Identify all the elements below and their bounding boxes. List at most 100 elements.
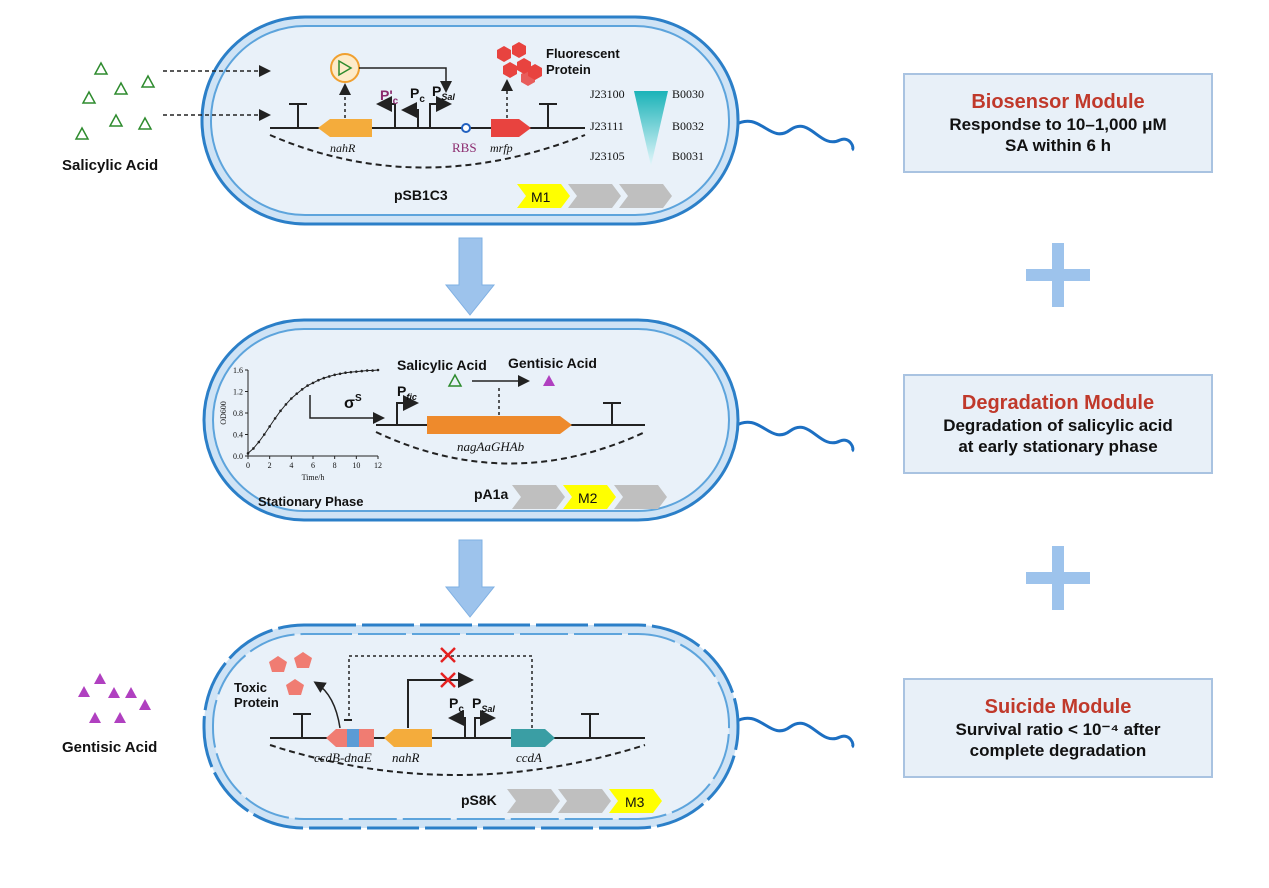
- down-arrow-icon: [444, 237, 496, 316]
- pfic-label: Pfic: [397, 383, 417, 402]
- terminator-icon: [293, 713, 599, 738]
- x-tick-label: 8: [333, 461, 337, 470]
- psal-label: PSal: [432, 83, 455, 102]
- svg-text:J23105: J23105: [590, 149, 625, 163]
- nagaaghab-label: nagAaGHAb: [457, 439, 525, 454]
- triangle-salicylic-icon: [74, 61, 156, 140]
- data-point: [279, 409, 282, 413]
- svg-text:B0032: B0032: [672, 119, 704, 133]
- data-point: [360, 369, 364, 373]
- rbs-label: RBS: [452, 140, 477, 155]
- x-tick-label: 0: [246, 461, 250, 470]
- nagaaghab-gene: [427, 416, 572, 434]
- triangle-gentisic-icon: [78, 673, 151, 723]
- data-point: [284, 403, 288, 406]
- nahr-gene: [384, 729, 432, 747]
- svg-text:M1: M1: [531, 189, 551, 205]
- data-point: [322, 376, 326, 380]
- salicylic-acid-label: Salicylic Acid: [62, 157, 158, 174]
- x-axis-label: Time/h: [302, 473, 325, 482]
- pc-label: Pc: [410, 85, 425, 105]
- svg-text:B0030: B0030: [672, 87, 704, 101]
- module-tag-m2: M2: [512, 485, 667, 509]
- promoter-arrow-icon: [376, 96, 452, 128]
- data-point: [349, 370, 353, 374]
- flagellum-icon: [734, 716, 855, 749]
- biosensor-module-box: Biosensor Module Respondse to 10–1,000 μ…: [903, 73, 1213, 173]
- y-axis-label: OD600: [219, 401, 228, 425]
- module-tag-m3: M3: [507, 789, 662, 813]
- data-point: [262, 433, 266, 436]
- plus-icon: [1026, 546, 1090, 610]
- psal-label: PSal: [472, 695, 495, 714]
- ccdb-dnae-label: ccdB-dnaE: [314, 750, 372, 765]
- svg-text:J23111: J23111: [590, 119, 624, 133]
- flagellum-icon: [734, 119, 855, 152]
- data-point: [300, 388, 304, 391]
- data-point: [311, 381, 315, 385]
- data-point: [306, 384, 309, 387]
- data-point: [290, 397, 293, 400]
- nahr-label: nahR: [392, 750, 420, 765]
- terminator-icon: [603, 402, 621, 425]
- svg-text:B0031: B0031: [672, 149, 704, 163]
- plasmid-label: pSB1C3: [394, 187, 448, 203]
- flagellum-icon: [734, 420, 855, 453]
- promoter-list: J23100 J23111 J23105: [590, 87, 625, 163]
- fluorescent-label: Fluorescent Protein: [546, 46, 623, 77]
- substrate-label: Salicylic Acid: [397, 357, 487, 373]
- module-desc: Survival ratio < 10⁻⁴ after: [955, 719, 1161, 739]
- plus-icon: [1026, 243, 1090, 307]
- data-point: [246, 452, 250, 455]
- ccda-gene: [511, 729, 555, 747]
- module-desc: Respondse to 10–1,000 μM: [949, 114, 1167, 134]
- plasmid-label: pA1a: [474, 486, 508, 502]
- cell-suicide: Gentisic Acid Toxic Protein ccdB-dnaE na…: [62, 623, 855, 830]
- hexagon-protein-icon: [497, 42, 542, 86]
- sigma-s-label: σS: [344, 393, 362, 412]
- y-tick-label: 1.2: [233, 388, 243, 397]
- svg-text:J23100: J23100: [590, 87, 625, 101]
- suicide-module-box: Suicide Module Survival ratio < 10⁻⁴ aft…: [903, 678, 1213, 778]
- data-point: [257, 440, 261, 444]
- data-point: [317, 378, 320, 382]
- mrfp-label: mrfp: [490, 141, 513, 155]
- data-point: [268, 425, 271, 428]
- rbs-list: B0030 B0032 B0031: [672, 87, 704, 163]
- triangle-salicylic-icon: [447, 373, 463, 387]
- y-tick-label: 0.0: [233, 452, 243, 461]
- down-arrow-icon: [444, 539, 496, 618]
- module-title: Suicide Module: [984, 695, 1132, 718]
- pentagon-toxin-icon: [269, 652, 312, 695]
- degradation-module-box: Degradation Module Degradation of salicy…: [903, 374, 1213, 474]
- data-point: [371, 369, 374, 372]
- nahr-activated-icon: [330, 53, 360, 83]
- pc-label: Pc: [449, 695, 464, 715]
- x-tick-label: 12: [374, 461, 382, 470]
- gentisic-acid-label: Gentisic Acid: [62, 739, 157, 756]
- product-label: Gentisic Acid: [508, 355, 597, 371]
- svg-text:M2: M2: [578, 490, 598, 506]
- module-desc: complete degradation: [969, 740, 1147, 760]
- rbs-icon: [461, 123, 471, 133]
- data-point: [338, 372, 342, 376]
- data-point: [376, 368, 380, 372]
- mrfp-gene: [491, 119, 531, 137]
- data-point: [333, 373, 336, 377]
- data-point: [344, 371, 347, 374]
- inhibition-x-icon: [440, 647, 456, 688]
- y-tick-label: 0.8: [233, 409, 243, 418]
- module-title: Biosensor Module: [971, 90, 1145, 113]
- data-point: [355, 370, 358, 373]
- data-point: [273, 417, 277, 420]
- y-tick-label: 1.6: [233, 366, 243, 375]
- svg-text:M3: M3: [625, 794, 645, 810]
- module-desc: SA within 6 h: [1004, 135, 1112, 155]
- nahr-label: nahR: [330, 141, 356, 155]
- plasmid-label: pS8K: [461, 792, 497, 808]
- strength-wedge: [634, 91, 668, 166]
- x-tick-label: 10: [352, 461, 360, 470]
- ccda-label: ccdA: [516, 750, 542, 765]
